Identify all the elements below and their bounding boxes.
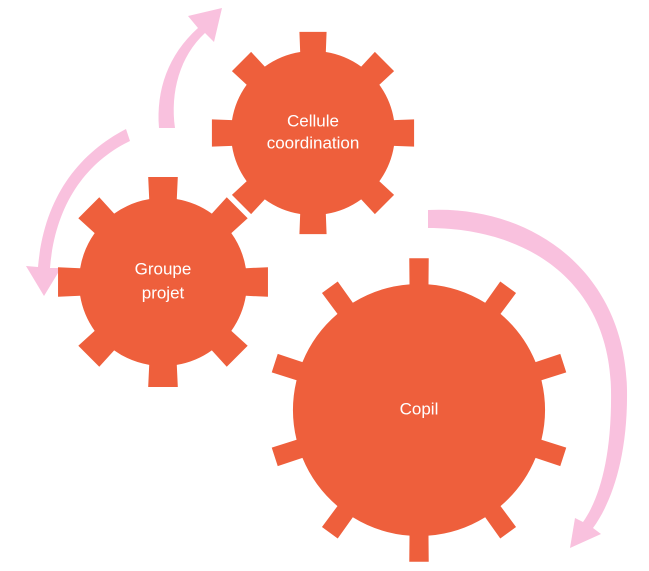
arrow-cellule-to-groupe-icon [26, 129, 130, 296]
gear-groupe: Groupe projet [58, 177, 268, 387]
gear-cellule: Cellule coordination [211, 31, 415, 235]
gear-cellule-label-line-2: coordination [267, 133, 360, 152]
arrows-layer [26, 8, 628, 549]
gear-copil-label-line-1: Copil [400, 399, 439, 418]
gear-cellule-shape [211, 31, 415, 235]
gear-groupe-shape [58, 177, 268, 387]
gear-groupe-label-line-2: projet [142, 283, 185, 302]
gear-groupe-label-line-1: Groupe [135, 259, 192, 278]
gear-copil: Copil [271, 258, 567, 562]
gear-copil-shape [271, 258, 567, 562]
gear-cellule-label-line-1: Cellule [287, 111, 339, 130]
arrow-groupe-to-cellule-icon [158, 8, 222, 128]
